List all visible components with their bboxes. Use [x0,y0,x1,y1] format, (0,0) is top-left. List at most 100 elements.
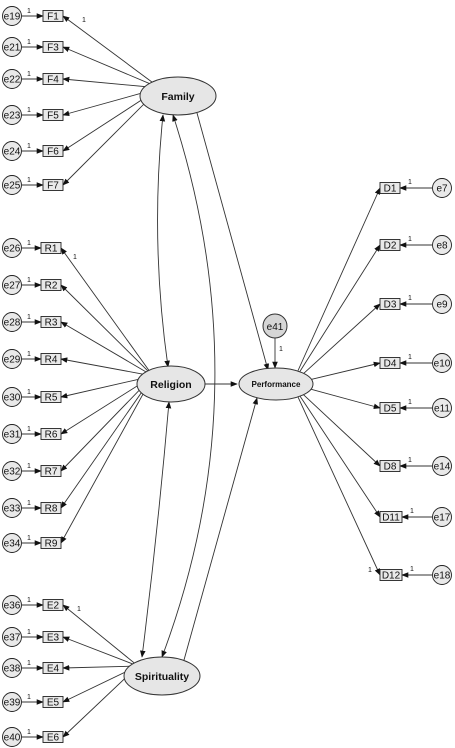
error-e40[interactable]: e40 [2,727,22,747]
error-weight-label: 1 [408,354,412,361]
indicator-d2[interactable]: D2 [379,239,401,252]
indicator-d2-label: D2 [384,241,397,252]
error-e7[interactable]: e7 [432,178,452,198]
indicator-r7[interactable]: R7 [40,465,62,478]
indicator-f4[interactable]: F4 [42,73,64,86]
indicator-f5[interactable]: F5 [42,109,64,122]
path-family-to-performance [196,112,270,371]
indicator-r7-label: R7 [45,467,58,478]
error-e24-label: e24 [4,147,21,158]
indicator-d4[interactable]: D4 [379,357,401,370]
indicator-f3[interactable]: F3 [42,41,64,54]
error-e19[interactable]: e19 [2,6,22,26]
loading-weight-label: 1 [73,254,77,261]
covariance-arcs [140,114,216,658]
indicator-f4-label: F4 [47,75,59,86]
error-e32[interactable]: e32 [2,461,22,481]
latent-spirituality[interactable]: Spirituality [123,656,201,696]
latent-religion[interactable]: Religion [136,365,206,403]
indicator-f3-label: F3 [47,43,59,54]
error-e10[interactable]: e10 [432,353,452,373]
indicator-r9-label: R9 [45,539,58,550]
error-e37[interactable]: e37 [2,627,22,647]
loading-weight-label: 1 [82,17,86,24]
error-e21[interactable]: e21 [2,37,22,57]
indicator-e2[interactable]: E2 [42,599,64,612]
latent-family[interactable]: Family [139,76,217,116]
error-e32-label: e32 [4,467,21,478]
error-e37-label: e37 [4,633,21,644]
error-e27[interactable]: e27 [2,275,22,295]
error-e8[interactable]: e8 [432,235,452,255]
loading-e4-path [62,665,135,671]
error-e22[interactable]: e22 [2,69,22,89]
error-e18[interactable]: e18 [432,565,452,585]
error-e9[interactable]: e9 [432,294,452,314]
error-weight-label: 1 [27,107,31,114]
indicator-d11[interactable]: D11 [379,511,403,524]
indicator-d3[interactable]: D3 [379,298,401,311]
error-e31[interactable]: e31 [2,424,22,444]
indicator-d8[interactable]: D8 [379,460,401,473]
loading-weight-label: 1 [368,567,372,574]
error-e24[interactable]: e24 [2,141,22,161]
error-weight-label: 1 [27,426,31,433]
structural-paths [183,112,278,661]
indicator-e5[interactable]: E5 [42,696,64,709]
indicator-r1[interactable]: R1 [40,242,62,255]
error-e26[interactable]: e26 [2,238,22,258]
indicator-r6[interactable]: R6 [40,428,62,441]
error-e38[interactable]: e38 [2,658,22,678]
error-e17[interactable]: e17 [432,507,452,527]
error-e11[interactable]: e11 [432,398,452,418]
error-e23[interactable]: e23 [2,105,22,125]
error-e25[interactable]: e25 [2,175,22,195]
indicator-r5[interactable]: R5 [40,391,62,404]
error-weight-label: 1 [27,389,31,396]
error-weight-label: 1 [27,314,31,321]
indicator-r5-label: R5 [45,393,58,404]
error-e34[interactable]: e34 [2,533,22,553]
indicator-e6[interactable]: E6 [42,731,64,744]
error-e28[interactable]: e28 [2,312,22,332]
indicator-f7[interactable]: F7 [42,179,64,192]
error-weight-label: 1 [27,500,31,507]
indicator-r8[interactable]: R8 [40,502,62,515]
indicator-r3[interactable]: R3 [40,316,62,329]
indicator-d12-label: D12 [382,571,401,582]
error-weight-label: 1 [27,240,31,247]
error-e36-label: e36 [4,601,21,612]
indicator-r9[interactable]: R9 [40,537,62,550]
indicator-d5[interactable]: D5 [379,402,401,415]
error-weight-label: 1 [27,463,31,470]
indicator-d1[interactable]: D1 [379,182,401,195]
indicator-f1[interactable]: F1 [42,10,64,23]
error-e30[interactable]: e30 [2,387,22,407]
indicator-e4[interactable]: E4 [42,662,64,675]
error-e29[interactable]: e29 [2,349,22,369]
error-weight-label: 1 [408,457,412,464]
indicator-d12[interactable]: D12 [379,569,403,582]
indicator-r1-label: R1 [45,244,58,255]
indicator-f6[interactable]: F6 [42,145,64,158]
latent-performance[interactable]: Performance [238,367,314,401]
indicator-r2[interactable]: R2 [40,279,62,292]
latent-spirituality-label: Spirituality [135,671,189,683]
loading-d2-path [296,244,381,376]
error-e8-label: e8 [436,241,448,252]
loading-r4-path [60,357,150,376]
error-e39[interactable]: e39 [2,692,22,712]
error-e14[interactable]: e14 [432,456,452,476]
error-e33[interactable]: e33 [2,498,22,518]
loading-r7-path [60,378,151,472]
indicator-r4[interactable]: R4 [40,353,62,366]
error-weight-label: 1 [27,8,31,15]
covariance-religion-spirituality [140,401,172,658]
indicator-e3[interactable]: E3 [42,631,64,644]
error-e41[interactable]: e41 [262,313,288,339]
error-e29-label: e29 [4,355,21,366]
error-e36[interactable]: e36 [2,595,22,615]
